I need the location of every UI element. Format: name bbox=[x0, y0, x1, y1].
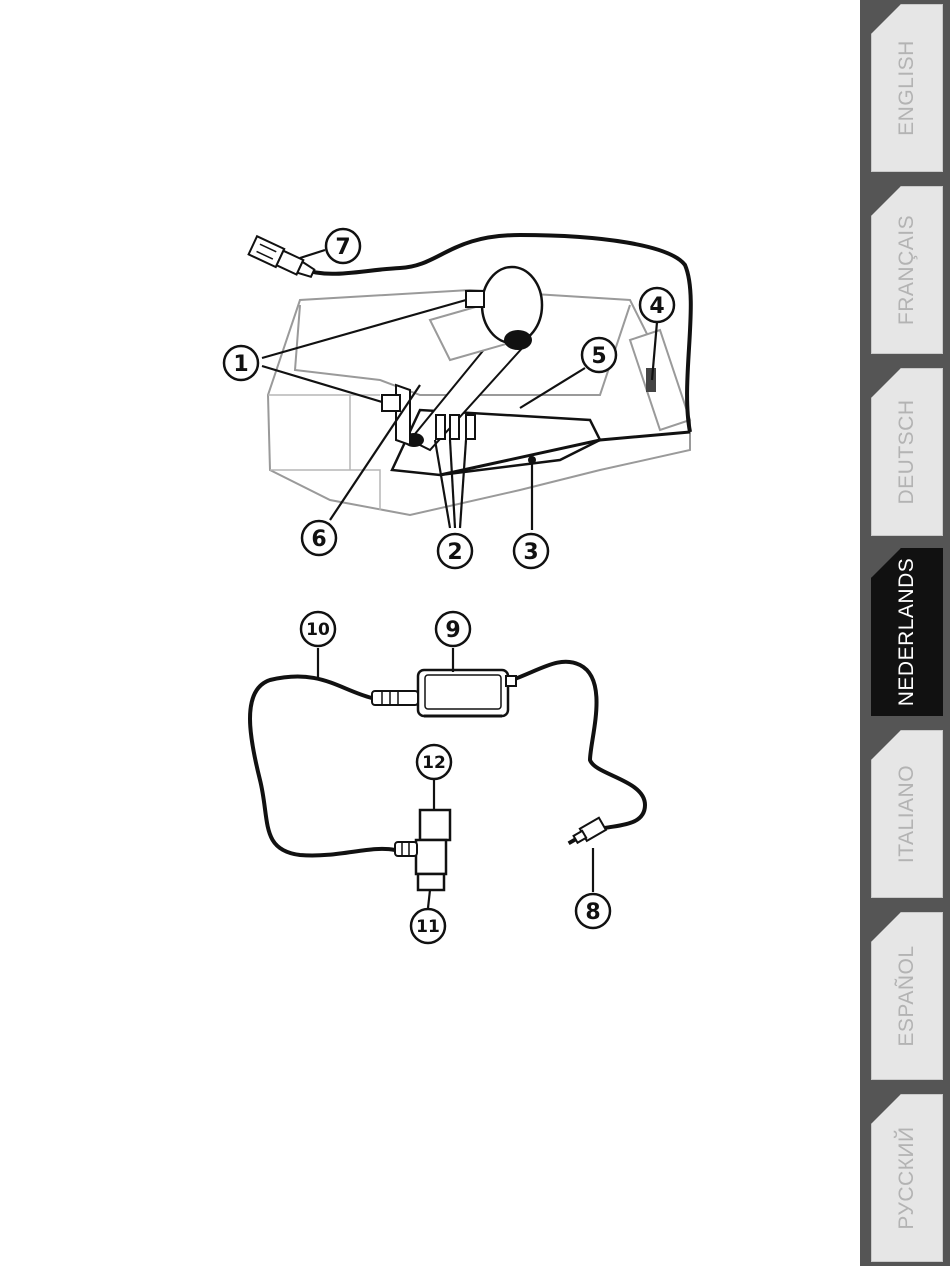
callout-5: 5 bbox=[582, 338, 616, 372]
mount-slot bbox=[646, 368, 656, 392]
tab-nederlands[interactable]: NEDERLANDS bbox=[871, 548, 943, 716]
cable-connector-left bbox=[372, 691, 418, 705]
tab-label: FRANÇAIS bbox=[895, 215, 919, 325]
callout-7: 7 bbox=[326, 229, 360, 263]
svg-text:12: 12 bbox=[422, 753, 446, 773]
usb-plug bbox=[249, 236, 317, 282]
svg-text:2: 2 bbox=[447, 540, 462, 565]
tab-label: ESPAÑOL bbox=[895, 945, 919, 1046]
svg-text:8: 8 bbox=[585, 900, 600, 925]
tab-english[interactable]: ENGLISH bbox=[871, 4, 943, 172]
svg-text:6: 6 bbox=[311, 527, 326, 552]
svg-text:10: 10 bbox=[306, 620, 330, 640]
svg-text:3: 3 bbox=[523, 540, 538, 565]
callout-2: 2 bbox=[438, 534, 472, 568]
usb-ports bbox=[436, 415, 475, 439]
callout-3: 3 bbox=[514, 534, 548, 568]
svg-text:7: 7 bbox=[335, 235, 350, 260]
callout-6: 6 bbox=[302, 521, 336, 555]
device-illustration bbox=[249, 235, 691, 515]
callout-11: 11 bbox=[411, 909, 445, 943]
tab-label: РУССКИЙ bbox=[895, 1126, 919, 1229]
callout-1: 1 bbox=[224, 346, 258, 380]
tab-deutsch[interactable]: DEUTSCH bbox=[871, 368, 943, 536]
tab-russian[interactable]: РУССКИЙ bbox=[871, 1094, 943, 1262]
callout-9: 9 bbox=[436, 612, 470, 646]
power-cable-right bbox=[512, 662, 645, 828]
tab-francais[interactable]: FRANÇAIS bbox=[871, 186, 943, 354]
joystick-knob-cap bbox=[504, 330, 532, 350]
tab-label: ITALIANO bbox=[895, 765, 919, 863]
tab-italiano[interactable]: ITALIANO bbox=[871, 730, 943, 898]
callout-8: 8 bbox=[576, 894, 610, 928]
tab-espanol[interactable]: ESPAÑOL bbox=[871, 912, 943, 1080]
svg-text:5: 5 bbox=[591, 344, 606, 369]
callout-4: 4 bbox=[640, 288, 674, 322]
wall-plug bbox=[395, 810, 450, 890]
callout-10: 10 bbox=[301, 612, 335, 646]
callout-12: 12 bbox=[417, 745, 451, 779]
tab-label: DEUTSCH bbox=[895, 399, 919, 504]
power-supply-illustration bbox=[250, 662, 645, 890]
svg-text:11: 11 bbox=[416, 917, 440, 937]
power-adapter-face bbox=[425, 675, 501, 709]
svg-text:4: 4 bbox=[649, 294, 664, 319]
svg-text:1: 1 bbox=[233, 352, 248, 377]
svg-text:9: 9 bbox=[445, 618, 460, 643]
tab-label: NEDERLANDS bbox=[895, 558, 919, 707]
tab-label: ENGLISH bbox=[895, 40, 919, 136]
connector-top bbox=[466, 291, 484, 307]
jack-plug bbox=[565, 818, 606, 850]
product-diagram: 1 2 3 4 5 6 7 8 bbox=[0, 0, 860, 1266]
connector-bottom bbox=[382, 395, 400, 411]
